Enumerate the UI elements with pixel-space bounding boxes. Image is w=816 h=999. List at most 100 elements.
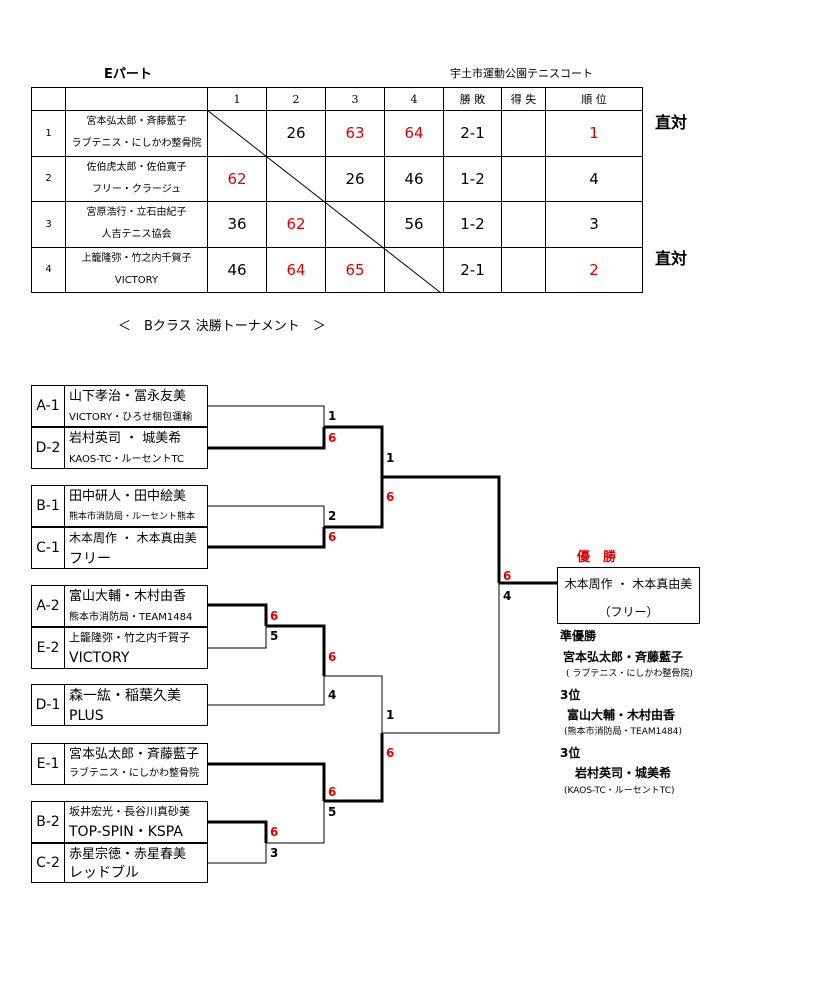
win-loss-cell: 2-1 [443,246,502,294]
match-score: 6 [270,825,279,839]
entry-box: D-1 森一紘・稲葉久美 PLUS [31,684,208,726]
diagonal-cell [384,246,444,294]
entry-players: 岩村英司 ・ 城美希 [69,431,182,446]
entry-team: VICTORY [69,650,130,666]
entry-players: 宮本弘太郎・斉藤藍子 [69,747,200,762]
match-score: 6 [270,609,279,623]
header-col-3: 3 [325,86,385,112]
entry-box: A-2 富山大輔・木村由香 熊本市消防局・TEAM1484 [31,585,208,627]
winner-name: 木本周作 ・ 木本真由美 [564,577,693,591]
entry-players: 森一紘・稲葉久美 [69,688,181,704]
entry-box: E-2 上籠隆弥・竹之内千賀子 VICTORY [31,627,208,669]
player-team: ラブテニス・にしかわ整骨院 [71,138,202,150]
header-points: 得 失 [501,86,546,112]
player-team: VICTORY [114,274,159,286]
score-cell: 64 [384,110,444,157]
entry-team: KAOS-TC・ルーセントTC [69,454,184,465]
header-blank-name [65,86,208,112]
header-rank: 順 位 [545,86,643,112]
table-row: 2 佐伯虎太郎・佐伯寛子フリー・クラージュ 62 26 46 1-2 4 [31,155,643,203]
entry-box: C-1 木本周作 ・ 木本真由美 フリー [31,527,208,569]
player-cell: 佐伯虎太郎・佐伯寛子フリー・クラージュ [65,155,208,203]
table-row: 4 上籠隆弥・竹之内千賀子 VICTORY 46 64 65 2-1 2 [31,246,643,294]
result-label: 3位 [560,746,581,760]
match-score: 3 [270,846,279,860]
entry-team: TOP-SPIN・KSPA [69,824,183,840]
player-names: 宮本弘太郎・斉藤藍子 [86,116,187,128]
match-score: 6 [328,785,337,799]
match-score: 1 [386,451,395,465]
result-label: 3位 [560,688,581,702]
score-cell: 64 [266,246,326,294]
result-label: 準優勝 [560,629,597,643]
entry-box: C-2 赤星宗徳・赤星春美 レッドブル [31,843,208,883]
entry-players: 上籠隆弥・竹之内千賀子 [69,631,190,644]
venue-label: 宇土市運動公園テニスコート [450,67,593,80]
result-team: (熊本市消防局・TEAM1484) [564,727,683,737]
seed-label: D-1 [32,685,65,725]
match-score: 6 [503,569,512,583]
match-score: 6 [328,650,337,664]
match-score: 2 [328,509,337,523]
table-row: 3 宮原浩行・立石由紀子人吉テニス協会 36 62 56 1-2 3 [31,201,643,248]
player-team: フリー・クラージュ [91,183,182,195]
result-name: 岩村英司・城美希 [575,766,672,780]
winner-team: （フリー） [598,605,659,619]
diagonal-cell [325,201,385,248]
match-score: 6 [328,530,337,544]
row-number: 4 [31,246,66,294]
result-name: 宮本弘太郎・斉藤藍子 [563,650,684,664]
rank-cell: 4 [545,155,643,203]
score-cell: 46 [207,246,267,294]
round-robin-table: 1 2 3 4 勝 敗 得 失 順 位 1 宮本弘太郎・斉藤藍子ラブテニス・にし… [31,86,643,294]
player-team: 人吉テニス協会 [101,229,172,241]
player-names: 宮原浩行・立石由紀子 [86,207,187,219]
seed-label: C-2 [32,844,65,882]
entry-team: 熊本市消防局・TEAM1484 [69,612,193,623]
entry-players: 木本周作 ・ 木本真由美 [69,531,197,545]
seed-label: B-1 [32,486,65,526]
match-score: 4 [328,688,337,702]
player-cell: 宮本弘太郎・斉藤藍子ラブテニス・にしかわ整骨院 [65,110,208,157]
player-cell: 上籠隆弥・竹之内千賀子 VICTORY [65,246,208,294]
diagonal-cell [266,155,326,203]
direct-match-note: 直対 [655,113,688,132]
entry-team: PLUS [69,708,104,724]
result-name: 富山大輔・木村由香 [567,708,676,722]
match-score: 6 [328,431,337,445]
entry-team: レッドブル [69,865,139,881]
table-row: 1 宮本弘太郎・斉藤藍子ラブテニス・にしかわ整骨院 26 63 64 2-1 1 [31,110,643,157]
seed-label: B-2 [32,802,65,842]
seed-label: C-1 [32,528,65,568]
entry-players: 赤星宗徳・赤星春美 [69,847,187,862]
match-score: 4 [503,589,512,603]
entry-players: 田中研人・田中絵美 [69,489,187,504]
score-cell: 65 [325,246,385,294]
entry-players: 山下孝治・冨永友美 [69,389,187,404]
result-team: (KAOS-TC・ルーセントTC) [564,786,675,796]
entry-team: 熊本市消防局・ルーセント熊本 [69,512,196,522]
rank-cell: 2 [545,246,643,294]
seed-label: E-1 [32,744,65,784]
player-names: 佐伯虎太郎・佐伯寛子 [86,161,187,173]
entry-box: A-1 山下孝治・冨永友美 VICTORY・ひろせ梱包運輸 [31,385,208,427]
direct-match-note: 直対 [655,249,688,268]
score-cell: 62 [266,201,326,248]
part-title: Eパート [104,67,152,82]
seed-label: E-2 [32,628,65,668]
tournament-title: ＜ Bクラス 決勝トーナメント ＞ [118,319,326,334]
player-names: 上籠隆弥・竹之内千賀子 [81,252,192,264]
match-score: 1 [386,708,395,722]
entry-box: D-2 岩村英司 ・ 城美希 KAOS-TC・ルーセントTC [31,427,208,469]
match-score: 5 [270,629,279,643]
seed-label: A-1 [32,386,65,426]
match-score: 6 [386,490,395,504]
points-cell [501,246,546,294]
score-cell: 26 [325,155,385,203]
entry-team: ラブテニス・にしかわ整骨院 [69,768,199,779]
header-blank-no [31,86,66,112]
header-col-4: 4 [384,86,444,112]
player-cell: 宮原浩行・立石由紀子人吉テニス協会 [65,201,208,248]
match-score: 5 [328,805,337,819]
